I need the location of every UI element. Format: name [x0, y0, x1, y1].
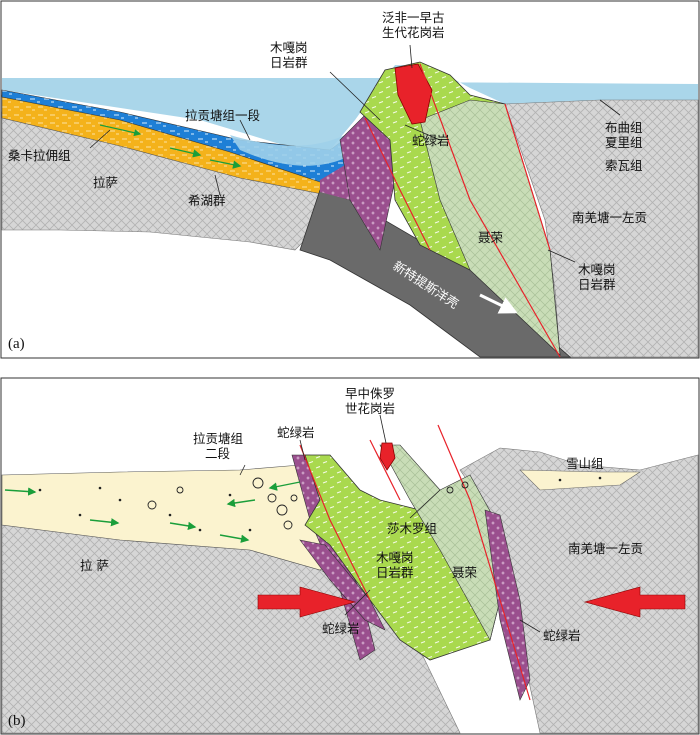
- label-granite-a-1: 泛非一早古: [382, 10, 445, 25]
- label-ophiolite-right: 蛇绿岩: [543, 628, 581, 643]
- flow-arrow-b6: [226, 498, 256, 508]
- panel-b: 早中侏罗 世花岗岩 蛇绿岩 拉贡塘组 二段 雪山组 莎木罗组 木嘎岗 日岩群 聂…: [0, 377, 700, 735]
- panel-a-label: (a): [8, 336, 25, 352]
- leader-lagongtang-2: [239, 464, 246, 476]
- leader-sangka: [89, 129, 111, 149]
- leader-ophiolite-bottom: [344, 589, 371, 616]
- oceanic-crust-slab: [299, 189, 572, 358]
- flow-arrow-b3: [169, 521, 197, 531]
- label-lagongtang-1: 拉贡塘组一段: [185, 108, 260, 123]
- label-lhasa-b: 拉 萨: [80, 558, 109, 573]
- compression-arrow-left: [257, 586, 357, 618]
- flow-arrow-a2: [209, 159, 242, 169]
- qiangtang-basement-a: [504, 99, 699, 358]
- flow-arrow-b1: [4, 487, 37, 496]
- panel-a: 泛非一早古 生代花岗岩 木嘎岗 日岩群 拉贡塘组一段 蛇绿岩 桑卡拉佣组 拉萨 …: [0, 0, 700, 359]
- label-ophiolite-top: 蛇绿岩: [277, 425, 315, 440]
- label-buqu: 布曲组: [605, 120, 643, 135]
- flow-arrow-b4: [219, 534, 250, 543]
- leader-lagongtang: [239, 119, 251, 141]
- trench-melange: [320, 165, 350, 200]
- leader-buqu: [599, 99, 621, 116]
- leader-xihu: [214, 174, 221, 196]
- label-ophiolite-bottom: 蛇绿岩: [322, 621, 360, 636]
- label-nierong-b: 聂荣: [452, 565, 478, 580]
- label-sangka: 桑卡拉佣组: [8, 148, 71, 163]
- label-lhasa-a: 拉萨: [93, 175, 118, 190]
- label-granite-b-2: 世花岗岩: [345, 401, 395, 416]
- label-lagongtang-2-2: 二段: [205, 446, 230, 461]
- label-xueshan: 雪山组: [566, 456, 604, 471]
- label-xihu: 希湖群: [188, 193, 226, 208]
- fault-a-1: [364, 117, 431, 251]
- leader-ophiolite-top: [299, 439, 306, 461]
- leader-muga: [329, 71, 381, 121]
- fault-b-3: [369, 439, 401, 501]
- compression-arrow-right: [583, 586, 686, 618]
- ophiolite-b-right: [484, 509, 531, 701]
- leader-ophiolite-a: [404, 124, 441, 141]
- label-shamuluo: 莎木罗组: [387, 521, 437, 536]
- granite-a: [394, 63, 433, 125]
- label-xiali: 夏里组: [605, 135, 643, 150]
- conglomerate-pebbles: [147, 477, 469, 530]
- fault-a-2: [419, 63, 561, 358]
- trench-sediments: [230, 130, 360, 166]
- label-qiangtang-a: 南羌塘一左贡: [572, 210, 647, 225]
- sediment-dots: [38, 476, 602, 532]
- granite-b: [379, 442, 396, 471]
- fault-b-1: [299, 444, 371, 601]
- label-granite-b-1: 早中侏罗: [345, 386, 395, 401]
- flow-arrow-b2: [89, 518, 120, 527]
- fault-b-2: [437, 424, 531, 701]
- label-qiangtang-b: 南羌塘一左贡: [568, 541, 643, 556]
- label-ophiolite-a: 蛇绿岩: [412, 133, 450, 148]
- ophiolite-b-lower: [299, 539, 386, 631]
- label-muga-top-2: 日岩群: [270, 55, 308, 70]
- label-muga-b-1: 木嘎岗: [376, 550, 414, 565]
- label-muga-right-1: 木嘎岗: [578, 262, 616, 277]
- label-lagongtang-2-1: 拉贡塘组: [193, 431, 243, 446]
- leader-granite-b: [379, 414, 387, 444]
- nierong-block-a: [419, 99, 561, 356]
- leader-ophiolite-right: [519, 619, 541, 633]
- subduction-arrow: [479, 293, 518, 314]
- xueshan-formation: [519, 469, 642, 491]
- sea: [2, 65, 698, 150]
- label-suowa: 索瓦组: [605, 158, 643, 173]
- label-muga-right-2: 日岩群: [578, 277, 616, 292]
- fault-a-3: [504, 103, 551, 251]
- panel-b-label: (b): [8, 713, 26, 729]
- label-muga-top-1: 木嘎岗: [270, 40, 308, 55]
- label-muga-b-2: 日岩群: [376, 565, 414, 580]
- flow-arrow-a3: [99, 124, 142, 137]
- flow-arrow-a1: [169, 147, 202, 158]
- label-nierong-a: 聂荣: [478, 230, 504, 245]
- leader-granite: [409, 44, 413, 69]
- leader-shamuluo: [409, 489, 441, 519]
- flow-arrow-b5: [268, 481, 301, 491]
- label-granite-a-2: 生代花岗岩: [382, 25, 445, 40]
- leader-muga-right: [547, 249, 576, 263]
